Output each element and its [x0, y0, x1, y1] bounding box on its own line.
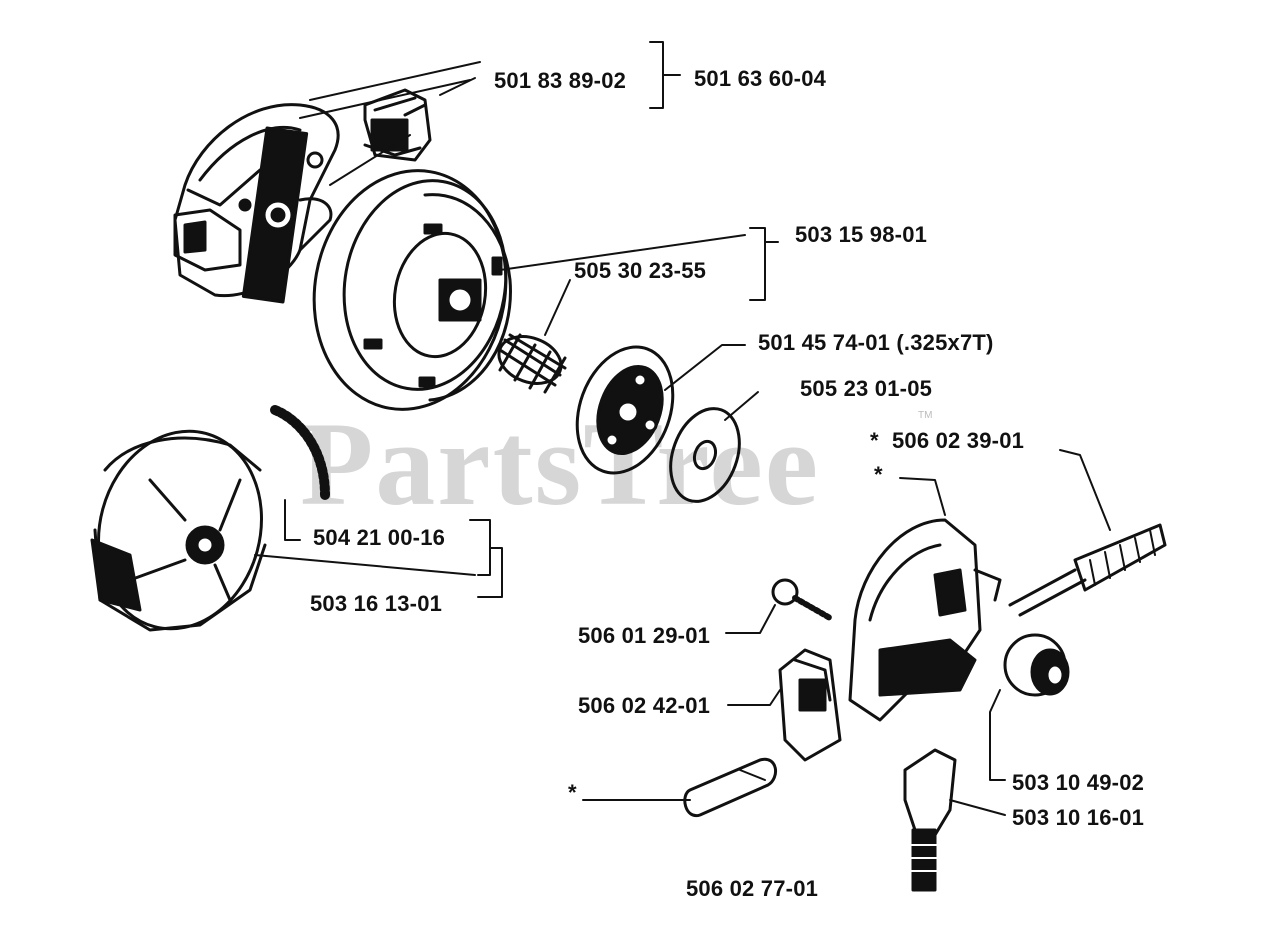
clutch-spring-illustration [270, 405, 330, 500]
screw-illustration [771, 578, 833, 621]
worm-gear-illustration [1003, 633, 1070, 697]
worm-shaft-illustration [1008, 523, 1167, 617]
part-label-clutch-cover-assembly[interactable]: 501 63 60-04 [694, 66, 827, 91]
clutch-cover-illustration [173, 103, 340, 304]
marker-star-oil-pump: * [870, 428, 879, 453]
washer-illustration [669, 407, 741, 503]
part-label-drum-assembly[interactable]: 503 15 98-01 [795, 222, 928, 247]
needle-bearing-illustration [497, 333, 567, 394]
part-label-clutch-assembly[interactable]: 503 16 13-01 [310, 591, 443, 616]
oil-pump-illustration [848, 518, 1002, 722]
part-label-rim-sprocket[interactable]: 501 45 74-01 (.325x7T) [758, 330, 994, 355]
part-label-worm-gear[interactable]: 503 10 49-02 [1012, 770, 1145, 795]
part-label-clutch-spring[interactable]: 504 21 00-16 [313, 525, 446, 550]
bracket-illustration [778, 648, 842, 762]
clutch-cover-block-illustration [363, 88, 432, 162]
part-label-clutch-cover-part[interactable]: 501 83 89-02 [494, 68, 627, 93]
adjuster-illustration [903, 748, 957, 892]
rim-sprocket-illustration [575, 345, 675, 475]
part-label-oil-pump[interactable]: 506 02 39-01 [892, 428, 1025, 453]
part-label-screw[interactable]: 506 01 29-01 [578, 623, 711, 648]
part-label-needle-bearing[interactable]: 505 30 23-55 [574, 258, 707, 283]
part-label-adjuster[interactable]: 503 10 16-01 [1012, 805, 1145, 830]
part-label-washer[interactable]: 505 23 01-05 [800, 376, 933, 401]
clutch-drum-illustration [312, 169, 512, 411]
pin-illustration [683, 757, 777, 818]
part-label-bracket[interactable]: 506 02 42-01 [578, 693, 711, 718]
marker-star-pin: * [568, 780, 577, 805]
marker-star-pump-body: * [874, 462, 883, 487]
part-label-pin[interactable]: 506 02 77-01 [686, 876, 819, 901]
leader-lines [254, 41, 1111, 816]
watermark-trademark: TM [918, 410, 933, 421]
clutch-assembly-illustration [90, 429, 267, 632]
